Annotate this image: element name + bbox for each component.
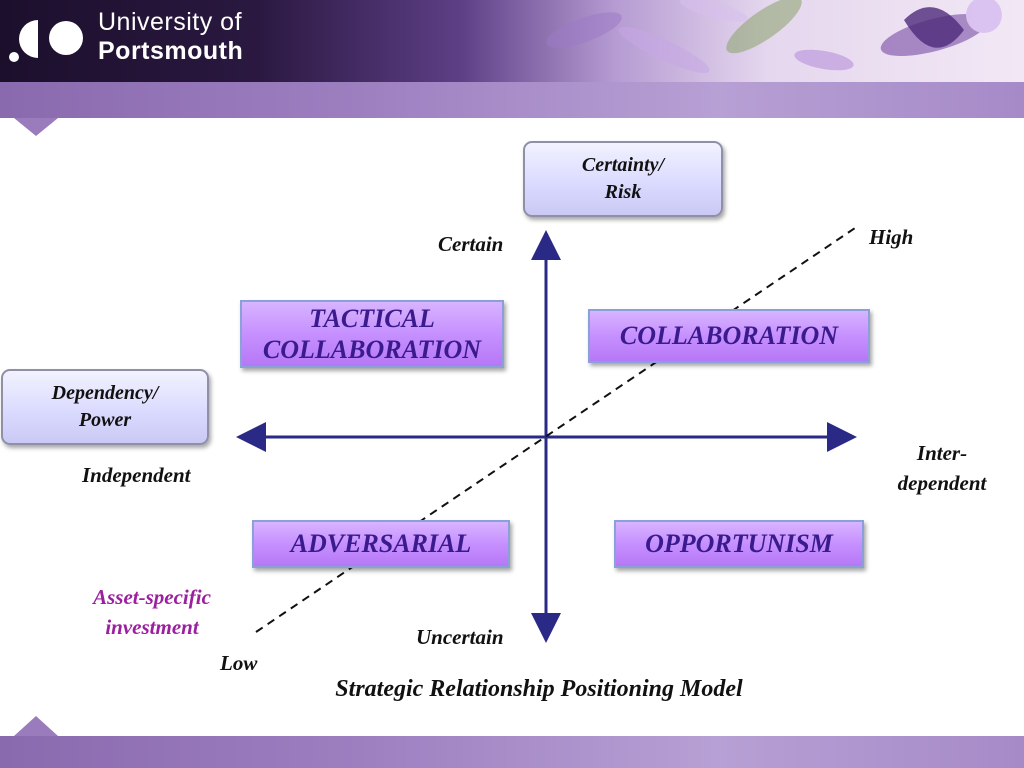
label-high: High [869,225,914,249]
label-independent: Independent [82,463,191,487]
label-asset-specific-text: Asset-specific investment [93,585,211,640]
quadrant-opportunism: OPPORTUNISM [614,520,864,568]
footer-band [0,736,1024,768]
dependency-power-box: Dependency/ Power [1,369,209,445]
logo-line-2: Portsmouth [98,37,244,65]
quadrant-collaboration-text: COLLABORATION [619,321,839,351]
header-band [0,82,1024,118]
footer-tab-marker [14,716,58,736]
diagram-title: Strategic Relationship Positioning Model [335,676,743,702]
quadrant-opportunism-text: OPPORTUNISM [645,529,833,559]
floral-decoration-image [546,0,1002,73]
header-banner: University of Portsmouth [0,0,1024,82]
quadrant-adversarial: ADVERSARIAL [252,520,510,568]
label-uncertain: Uncertain [416,625,504,649]
label-asset-specific-investment: Asset-specific investment [72,582,232,643]
certainty-risk-text: Certainty/ Risk [581,154,665,203]
quadrant-tactical-collaboration: TACTICAL COLLABORATION [240,300,504,368]
certainty-risk-box: Certainty/ Risk [523,141,723,217]
dependency-power-text: Dependency/ Power [51,382,159,431]
quadrant-adversarial-text: ADVERSARIAL [290,529,472,559]
quadrant-collaboration: COLLABORATION [588,309,870,363]
asset-specific-dashed-line [255,227,856,633]
label-low: Low [220,651,258,675]
label-certain: Certain [438,232,504,256]
logo-line-1: University of [98,8,243,36]
label-interdependent: Inter- dependent [885,438,999,499]
university-logo-icon [9,20,83,62]
university-logo-text: University of Portsmouth [98,10,243,64]
label-interdependent-text: Inter- dependent [897,441,987,496]
header-tab-marker [14,118,58,136]
quadrant-tactical-collaboration-text: TACTICAL COLLABORATION [262,303,482,364]
